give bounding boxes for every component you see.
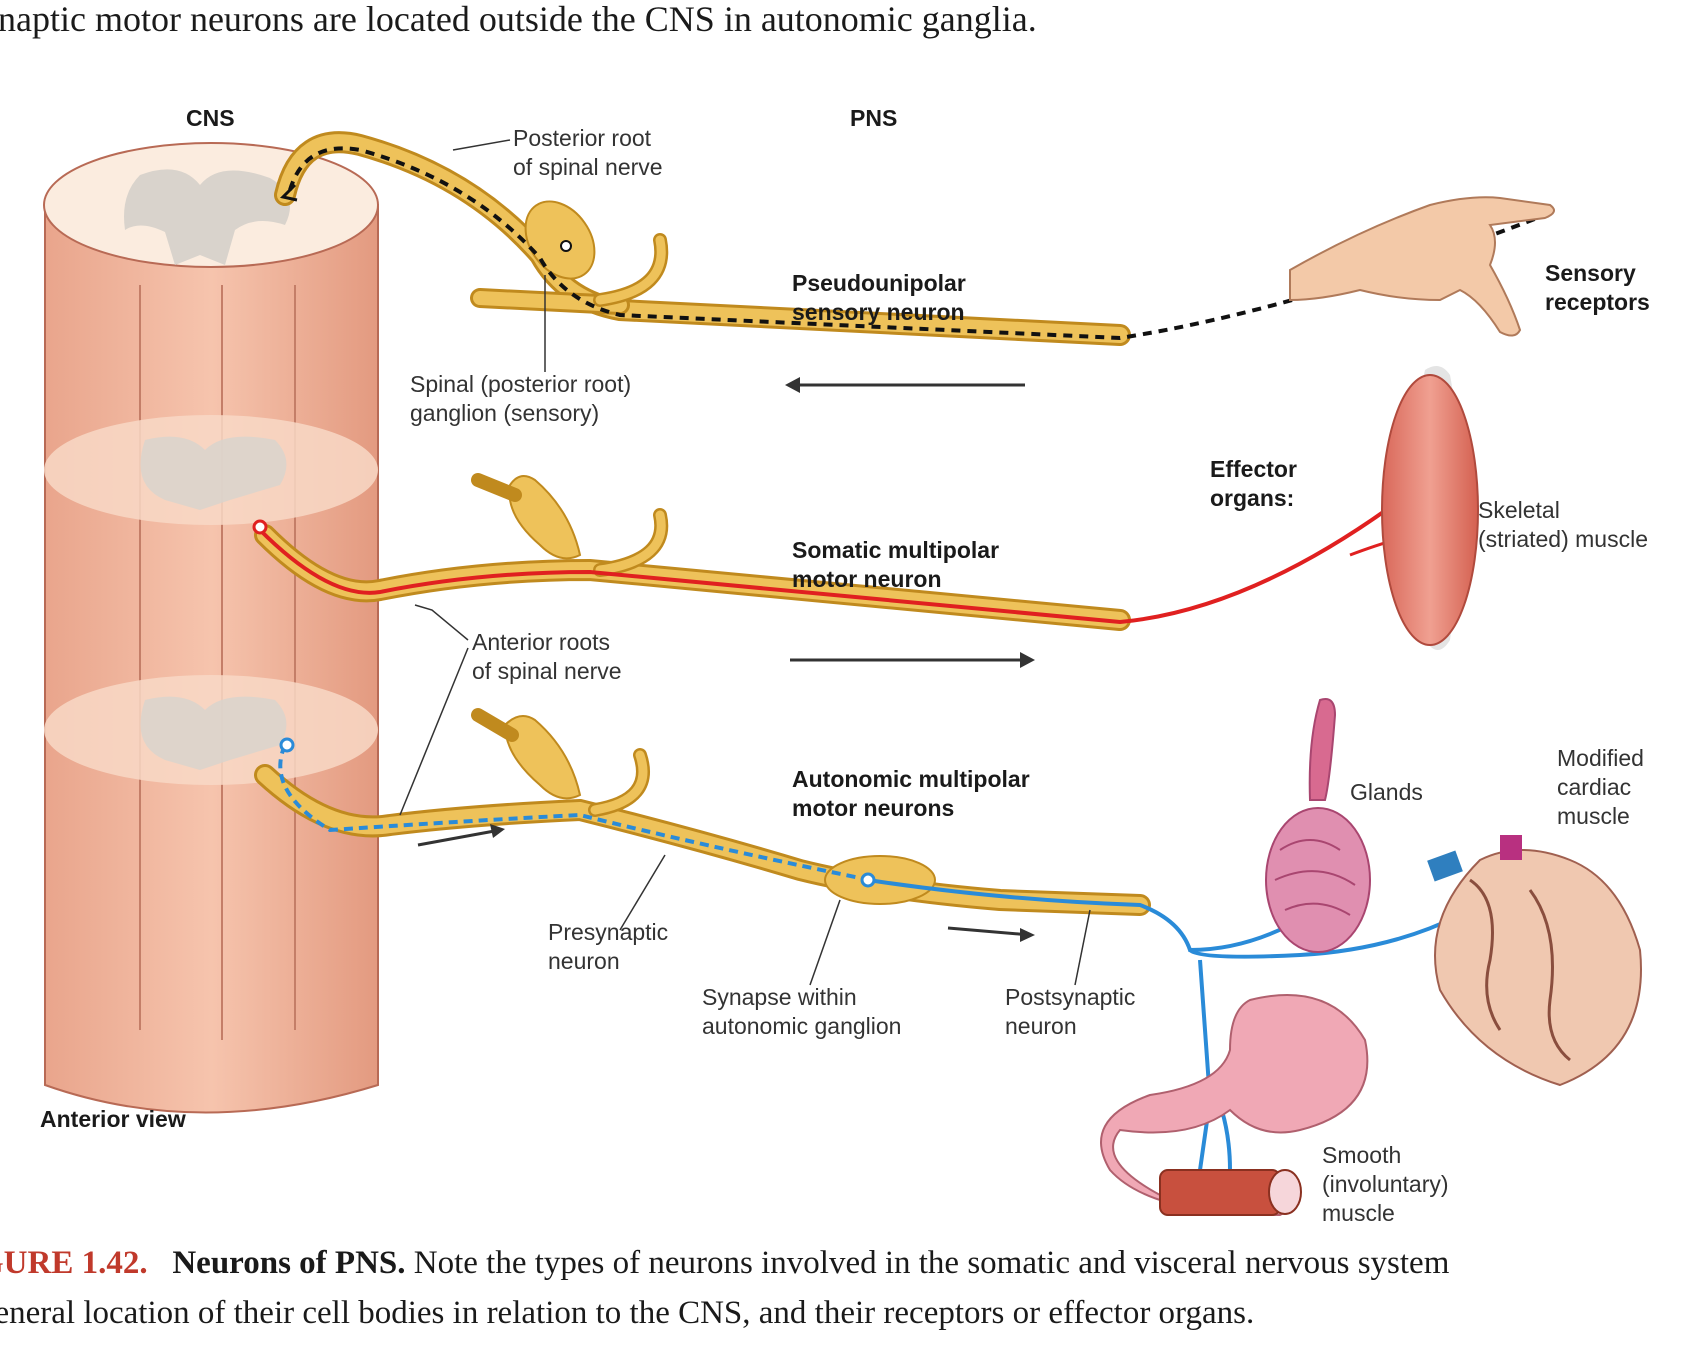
direction-arrows xyxy=(417,377,1035,942)
pns-label: PNS xyxy=(850,105,897,131)
spinal-ganglion-label-2: ganglion (sensory) xyxy=(410,400,599,426)
intro-text: ynaptic motor neurons are located outsid… xyxy=(0,0,1037,39)
smooth-muscle-label-2: (involuntary) xyxy=(1322,1171,1449,1197)
stomach-smooth-muscle xyxy=(1100,994,1369,1217)
cardiac-label-1: Modified xyxy=(1557,745,1644,771)
cns-label: CNS xyxy=(186,105,235,131)
spinal-cord xyxy=(43,142,379,1114)
cardiac-label-2: cardiac xyxy=(1557,774,1631,800)
smooth-muscle-label-3: muscle xyxy=(1322,1200,1395,1226)
spinal-ganglion-label-1: Spinal (posterior root) xyxy=(410,371,631,397)
leader-lines xyxy=(399,139,1091,986)
skeletal-muscle-label-2: (striated) muscle xyxy=(1478,526,1648,552)
presynaptic-label-2: neuron xyxy=(548,948,620,974)
postsynaptic-label-2: neuron xyxy=(1005,1013,1077,1039)
posterior-root-label-1: Posterior root xyxy=(513,125,652,151)
smooth-muscle-label-1: Smooth xyxy=(1322,1142,1401,1168)
autonomic-postsynaptic-path xyxy=(867,878,1291,953)
synapse-label-2: autonomic ganglion xyxy=(702,1013,901,1039)
presynaptic-label-1: Presynaptic xyxy=(548,919,668,945)
autonomic-nerve xyxy=(254,708,1492,1171)
caption-line-2: general location of their cell bodies in… xyxy=(0,1295,1255,1331)
somatic-motor-nerve xyxy=(252,473,1416,631)
figure-caption: GURE 1.42. Neurons of PNS. Note the type… xyxy=(0,1238,1700,1338)
anterior-roots-label-1: Anterior roots xyxy=(472,629,610,655)
autonomic-presynaptic-path xyxy=(278,744,861,880)
hand-sensory-receptors xyxy=(1289,196,1555,337)
cardiac-label-3: muscle xyxy=(1557,803,1630,829)
autonomic-label-2: motor neurons xyxy=(792,795,954,821)
glands-label: Glands xyxy=(1350,779,1423,805)
posterior-root-label-2: of spinal nerve xyxy=(513,154,663,180)
heart-organ xyxy=(1427,835,1642,1087)
somatic-label-2: motor neuron xyxy=(792,566,942,592)
gland-organ xyxy=(1265,698,1371,953)
sensory-receptors-label-2: receptors xyxy=(1545,289,1650,315)
figure-number: GURE 1.42. xyxy=(0,1245,148,1281)
anterior-view-label: Anterior view xyxy=(40,1106,186,1132)
sensory-receptors-label-1: Sensory xyxy=(1545,260,1636,286)
skeletal-muscle xyxy=(1381,366,1479,650)
anterior-roots-label-2: of spinal nerve xyxy=(472,658,622,684)
caption-line-1: GURE 1.42. Neurons of PNS. Note the type… xyxy=(0,1238,1700,1288)
somatic-signal-path xyxy=(258,498,1402,625)
autonomic-label-1: Autonomic multipolar xyxy=(792,766,1030,792)
somatic-label-1: Somatic multipolar xyxy=(792,537,999,563)
postsynaptic-label-1: Postsynaptic xyxy=(1005,984,1135,1010)
effector-organs-label-2: organs: xyxy=(1210,485,1294,511)
pseudounipolar-label-1: Pseudounipolar xyxy=(792,270,966,296)
effector-organs-label-1: Effector xyxy=(1210,456,1297,482)
caption-text: Note the types of neurons involved in th… xyxy=(413,1245,1450,1281)
skeletal-muscle-label-1: Skeletal xyxy=(1478,497,1560,523)
pns-neuron-diagram: CNS PNS Posterior root of spinal nerve P… xyxy=(40,105,1650,1226)
pseudounipolar-label-2: sensory neuron xyxy=(792,299,965,325)
synapse-label-1: Synapse within xyxy=(702,984,857,1010)
figure-title: Neurons of PNS. xyxy=(172,1245,406,1281)
